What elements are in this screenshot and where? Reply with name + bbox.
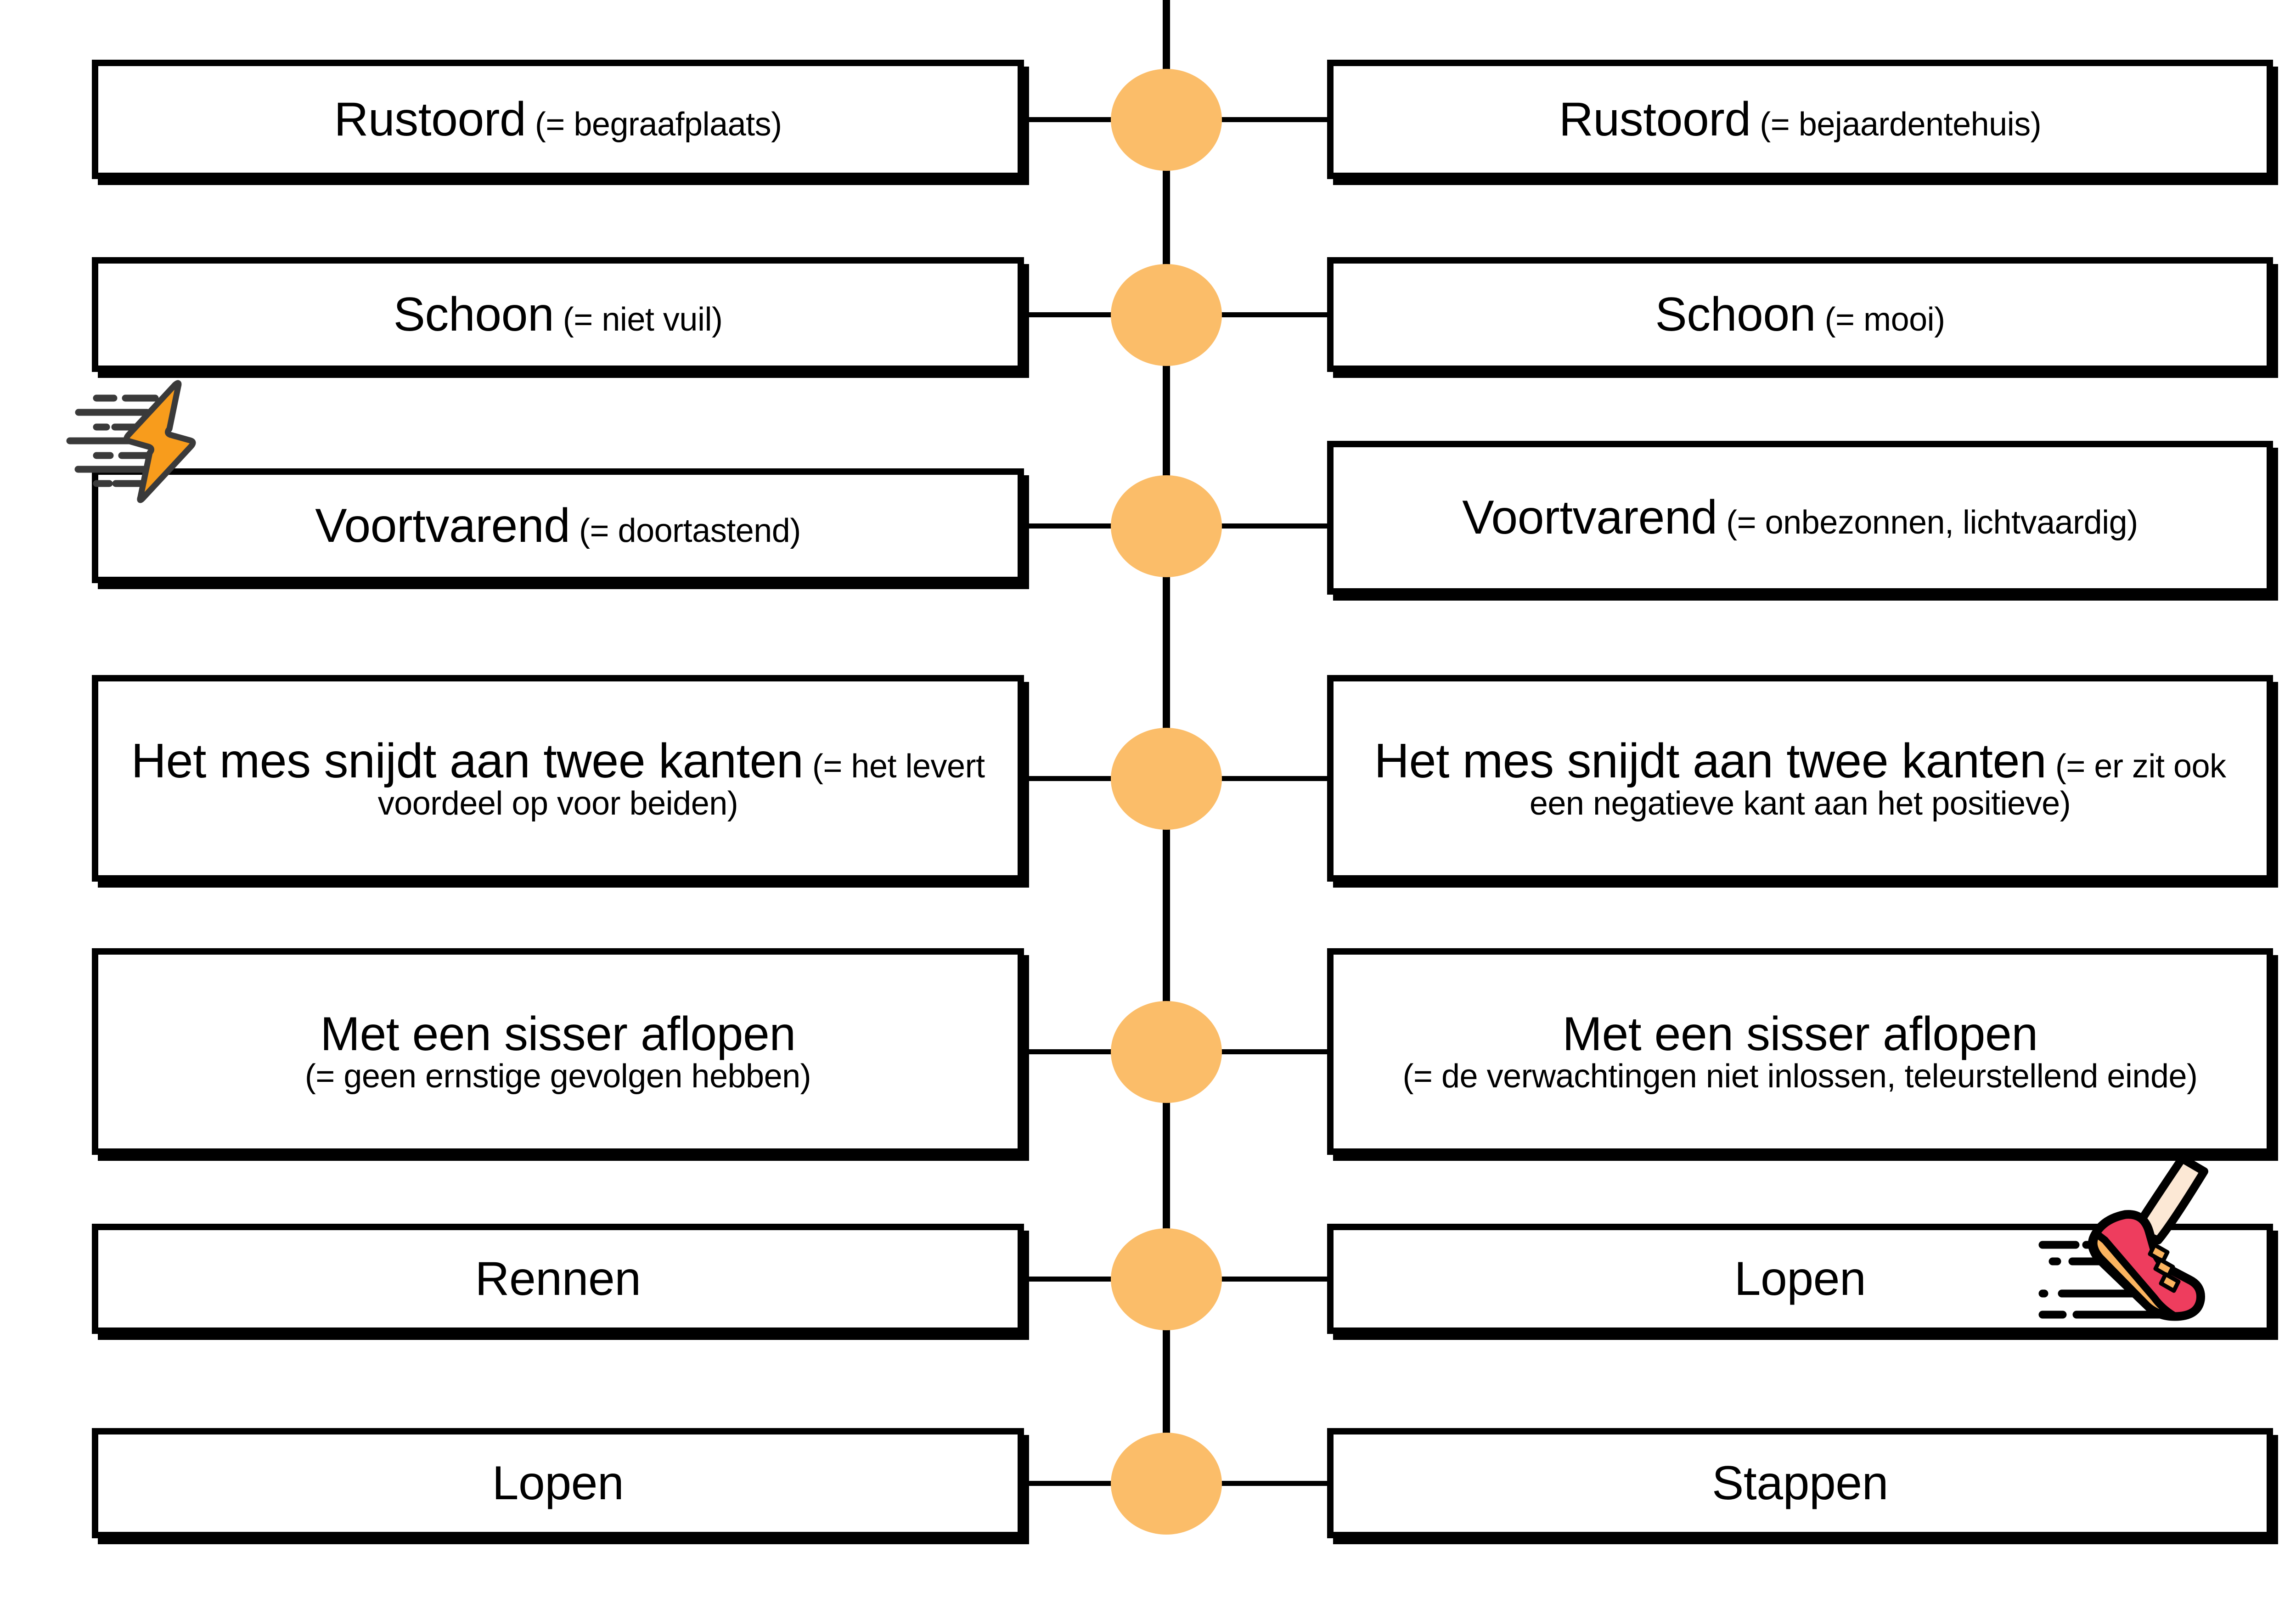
right-gloss-voortvarend: (= onbezonnen, lichtvaardig)	[1717, 504, 2138, 541]
right-gloss-schoon: (= mooi)	[1816, 301, 1946, 338]
connector-right-sisser-aflopen	[1219, 1049, 1329, 1054]
connector-left-rustoord	[1024, 117, 1111, 122]
right-card-rustoord[interactable]: Rustoord (= bejaardentehuis)	[1327, 60, 2273, 179]
right-term-voortvarend: Voortvarend	[1462, 491, 1717, 545]
connector-left-voortvarend	[1024, 523, 1111, 529]
right-card-mes-twee-kanten[interactable]: Het mes snijdt aan twee kanten (= er zit…	[1327, 675, 2273, 882]
right-card-voortvarend[interactable]: Voortvarend (= onbezonnen, lichtvaardig)	[1327, 441, 2273, 595]
lightning-bolt-speed-icon	[64, 377, 202, 514]
left-gloss-rustoord: (= begraafplaats)	[526, 106, 782, 143]
right-gloss-rustoord: (= bejaardentehuis)	[1750, 106, 2042, 143]
right-term-lopen: Lopen	[1734, 1252, 1866, 1305]
left-card-sisser-aflopen[interactable]: Met een sisser aflopen (= geen ernstige …	[92, 948, 1024, 1155]
left-gloss-mes-twee-kanten: (= het levert voordeel op voor beiden)	[377, 748, 985, 822]
left-term-mes-twee-kanten: Het mes snijdt aan twee kanten	[131, 734, 804, 788]
right-card-schoon[interactable]: Schoon (= mooi)	[1327, 257, 2273, 372]
left-card-schoon[interactable]: Schoon (= niet vuil)	[92, 257, 1024, 372]
node-circle-mes-twee-kanten[interactable]	[1111, 728, 1222, 830]
left-term-lopen: Lopen	[492, 1456, 624, 1510]
right-gloss-sisser-aflopen: (= de verwachtingen niet inlossen, teleu…	[1402, 1058, 2198, 1095]
running-shoe-speed-icon	[2020, 1155, 2232, 1343]
left-gloss-sisser-aflopen: (= geen ernstige gevolgen hebben)	[304, 1058, 811, 1095]
right-term-rustoord: Rustoord	[1559, 92, 1751, 146]
left-term-voortvarend: Voortvarend	[315, 499, 570, 552]
right-card-stappen[interactable]: Stappen	[1327, 1428, 2273, 1538]
left-term-sisser-aflopen: Met een sisser aflopen	[320, 1007, 796, 1061]
right-term-schoon: Schoon	[1655, 287, 1816, 341]
right-gloss-mes-twee-kanten: (= er zit ook een negatieve kant aan het…	[1529, 748, 2226, 822]
node-circle-rennen-lopen[interactable]	[1111, 1228, 1222, 1330]
left-card-rustoord[interactable]: Rustoord (= begraafplaats)	[92, 60, 1024, 179]
connector-left-mes-twee-kanten	[1024, 776, 1111, 781]
connector-right-mes-twee-kanten	[1219, 776, 1329, 781]
connector-left-sisser-aflopen	[1024, 1049, 1111, 1054]
node-circle-sisser-aflopen[interactable]	[1111, 1001, 1222, 1103]
right-term-sisser-aflopen: Met een sisser aflopen	[1562, 1007, 2038, 1061]
right-term-stappen: Stappen	[1712, 1456, 1888, 1510]
left-term-schoon: Schoon	[393, 287, 554, 341]
connector-left-rennen-lopen	[1024, 1277, 1111, 1282]
left-card-mes-twee-kanten[interactable]: Het mes snijdt aan twee kanten (= het le…	[92, 675, 1024, 882]
right-card-sisser-aflopen[interactable]: Met een sisser aflopen (= de verwachting…	[1327, 948, 2273, 1155]
left-term-rustoord: Rustoord	[334, 92, 526, 146]
left-term-rennen: Rennen	[475, 1252, 641, 1305]
left-card-lopen[interactable]: Lopen	[92, 1428, 1024, 1538]
left-card-rennen[interactable]: Rennen	[92, 1224, 1024, 1334]
connector-right-lopen-stappen	[1219, 1481, 1329, 1486]
right-term-mes-twee-kanten: Het mes snijdt aan twee kanten	[1374, 734, 2047, 788]
left-gloss-voortvarend: (= doortastend)	[570, 512, 801, 549]
connector-right-voortvarend	[1219, 523, 1329, 529]
left-card-voortvarend[interactable]: Voortvarend (= doortastend)	[92, 468, 1024, 583]
connector-left-schoon	[1024, 312, 1111, 317]
connector-right-schoon	[1219, 312, 1329, 317]
connector-right-rennen-lopen	[1219, 1277, 1329, 1282]
node-circle-lopen-stappen[interactable]	[1111, 1433, 1222, 1535]
node-circle-schoon[interactable]	[1111, 264, 1222, 366]
left-gloss-schoon: (= niet vuil)	[554, 301, 723, 338]
node-circle-rustoord[interactable]	[1111, 69, 1222, 171]
connector-right-rustoord	[1219, 117, 1329, 122]
connector-left-lopen-stappen	[1024, 1481, 1111, 1486]
node-circle-voortvarend[interactable]	[1111, 475, 1222, 577]
